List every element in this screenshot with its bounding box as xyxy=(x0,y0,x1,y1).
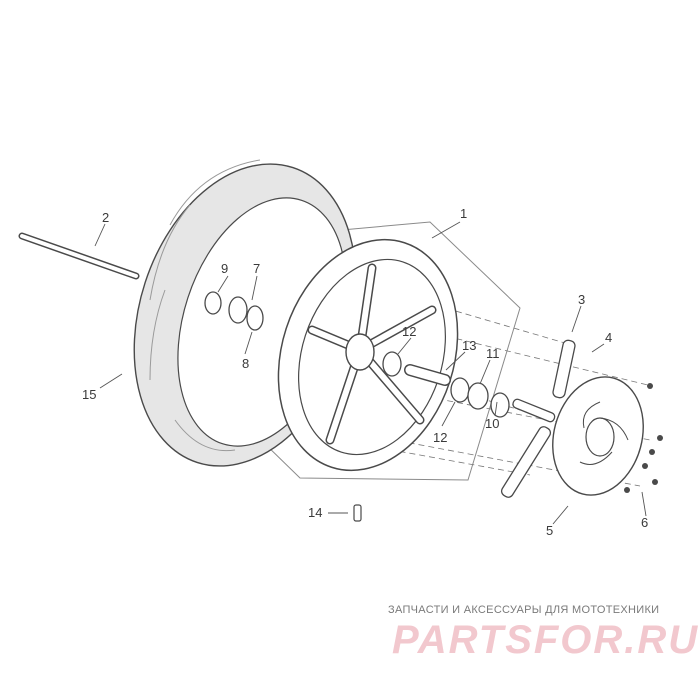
callout-5: 5 xyxy=(546,523,553,538)
callout-6: 6 xyxy=(641,515,648,530)
watermark-logo: PARTSFOR.RU xyxy=(392,618,700,662)
leader-lines xyxy=(94,221,647,525)
watermark-tagline: ЗАПЧАСТИ И АКСЕССУАРЫ ДЛЯ МОТОТЕХНИКИ xyxy=(388,604,660,616)
left-hub-parts xyxy=(204,291,402,377)
callout-8: 8 xyxy=(242,356,249,371)
spacer-tube xyxy=(404,364,451,386)
brake-parts xyxy=(500,339,576,498)
callout-12b: 12 xyxy=(433,430,447,445)
callout-14: 14 xyxy=(308,505,322,520)
callout-4: 4 xyxy=(605,330,612,345)
callout-7: 7 xyxy=(253,261,260,276)
callout-10: 10 xyxy=(485,416,499,431)
callout-13: 13 xyxy=(462,338,476,353)
axle xyxy=(18,232,140,280)
disc-bolts xyxy=(624,383,663,493)
callout-11: 11 xyxy=(486,346,500,361)
callout-9: 9 xyxy=(221,261,228,276)
callout-1: 1 xyxy=(460,206,467,221)
brake-disc xyxy=(552,376,644,496)
rim xyxy=(277,238,459,472)
callout-2: 2 xyxy=(102,210,109,225)
callout-3: 3 xyxy=(578,292,585,307)
valve xyxy=(353,504,362,522)
callout-15: 15 xyxy=(82,387,96,402)
callout-12a: 12 xyxy=(402,324,416,339)
